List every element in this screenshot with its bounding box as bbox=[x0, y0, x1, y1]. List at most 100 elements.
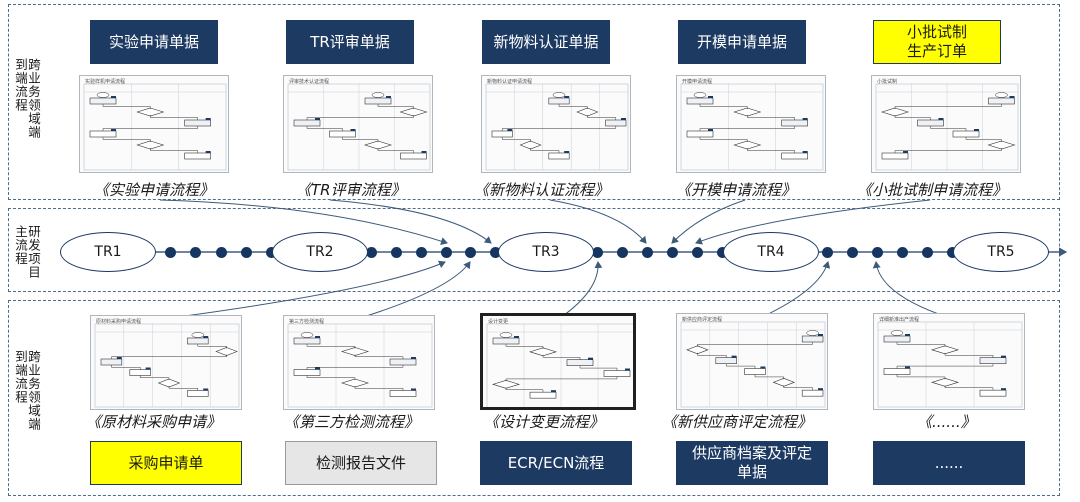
decision-diamond bbox=[686, 345, 709, 355]
flowchart-thumb-supplier[interactable]: 新供应商评定流程 bbox=[676, 313, 828, 410]
timeline-dot bbox=[165, 247, 176, 258]
box-tag bbox=[350, 129, 356, 131]
flow-arrow bbox=[579, 365, 618, 371]
connector-testing-to-tr2 bbox=[359, 261, 471, 319]
doc-tr-review[interactable]: TR评审单据 bbox=[286, 20, 414, 64]
caption-material-flow[interactable]: 《新物料认证流程》 bbox=[474, 181, 610, 199]
process-box bbox=[715, 357, 737, 364]
box-tag bbox=[551, 390, 556, 393]
flowchart-thumb-experiment[interactable]: 实验样机申请流程 bbox=[79, 75, 229, 173]
start-node bbox=[300, 332, 314, 338]
flowchart-thumb-purchase[interactable]: 原材料采购申请流程 bbox=[90, 315, 242, 410]
box-tag bbox=[938, 118, 944, 120]
box-tag bbox=[760, 366, 766, 369]
box-tag bbox=[411, 357, 416, 359]
doc-test-report[interactable]: 检测报告文件 bbox=[285, 441, 437, 485]
box-tag bbox=[386, 96, 391, 98]
box-tag bbox=[315, 336, 320, 338]
connector-supplier-to-tr4 bbox=[759, 261, 831, 319]
doc-supplier-archive-line1: 供应商档案及评定 bbox=[691, 444, 812, 462]
process-box bbox=[529, 391, 557, 399]
caption-mold-flow[interactable]: 《开模申请流程》 bbox=[676, 181, 797, 199]
flowchart-thumb-testing[interactable]: 第三方检测流程 bbox=[283, 315, 435, 410]
caption-tr-flow[interactable]: 《TR评审流程》 bbox=[296, 181, 406, 199]
caption-testing-flow[interactable]: 《第三方检测流程》 bbox=[284, 413, 420, 431]
flow-arrow bbox=[754, 374, 785, 380]
process-box bbox=[603, 370, 631, 377]
timeline-dot bbox=[190, 247, 201, 258]
doc-supplier-archive[interactable]: 供应商档案及评定 单据 bbox=[676, 441, 828, 485]
flow-arrow bbox=[505, 344, 544, 349]
box-tag bbox=[625, 368, 630, 371]
flow-arrow bbox=[111, 365, 141, 370]
milestone-tr5[interactable]: TR5 bbox=[953, 232, 1049, 272]
bottom-region-label: 跨业务领域端到端流程 bbox=[13, 350, 41, 431]
flowchart-thumb-more[interactable]: 详细新准出产流程 bbox=[873, 313, 1025, 410]
flowchart-graphic bbox=[287, 323, 433, 408]
process-box bbox=[389, 390, 417, 397]
decision-diamond bbox=[930, 345, 960, 355]
box-tag bbox=[905, 366, 910, 369]
flow-frame bbox=[94, 323, 240, 408]
box-tag bbox=[708, 96, 713, 98]
doc-ecr-ecn[interactable]: ECR/ECN流程 bbox=[480, 441, 632, 485]
milestone-tr4[interactable]: TR4 bbox=[723, 232, 819, 272]
flowchart-title: 原材料采购申请流程 bbox=[96, 319, 142, 325]
process-box bbox=[389, 358, 417, 366]
caption-more-flow[interactable]: 《......》 bbox=[917, 413, 976, 431]
flowchart-title: 新供应商评定流程 bbox=[682, 317, 723, 323]
decision-diamond bbox=[491, 380, 521, 389]
caption-pilot-flow[interactable]: 《小批试制申请流程》 bbox=[857, 181, 1008, 199]
box-tag bbox=[145, 367, 151, 370]
decision-diamond bbox=[930, 378, 960, 387]
box-tag bbox=[116, 357, 122, 359]
box-tag bbox=[564, 96, 570, 98]
flowchart-thumb-pilot[interactable]: 小批试制 bbox=[871, 75, 1021, 173]
flow-frame bbox=[877, 321, 1023, 408]
doc-supplier-archive-line2: 单据 bbox=[736, 463, 767, 481]
flowchart-graphic bbox=[486, 323, 633, 407]
doc-mold-request[interactable]: 开模申请单据 bbox=[678, 20, 806, 64]
decision-diamond bbox=[340, 378, 370, 388]
caption-purchase-flow[interactable]: 《原材料采购申请》 bbox=[86, 413, 222, 431]
flow-arrow bbox=[197, 344, 227, 349]
flowchart-graphic bbox=[485, 83, 629, 171]
timeline-dot bbox=[391, 247, 402, 258]
doc-pilot-order[interactable]: 小批试制 生产订单 bbox=[873, 20, 1001, 64]
connector-experiment-to-tr2 bbox=[159, 199, 448, 245]
caption-design-change-flow[interactable]: 《设计变更流程》 bbox=[484, 413, 605, 431]
doc-purchase-request[interactable]: 采购申请单 bbox=[90, 441, 242, 485]
milestone-tr3[interactable]: TR3 bbox=[498, 232, 594, 272]
doc-new-material[interactable]: 新物料认证单据 bbox=[482, 20, 610, 64]
caption-experiment-flow[interactable]: 《实验申请流程》 bbox=[94, 181, 215, 199]
start-node bbox=[552, 92, 566, 98]
flowchart-thumb-tr[interactable]: 评审技术认证流程 bbox=[283, 75, 433, 173]
process-box bbox=[801, 389, 824, 397]
flowchart-thumb-design-change[interactable]: 设计变更 bbox=[480, 313, 636, 410]
flow-arrow bbox=[102, 137, 151, 142]
flow-arrow bbox=[896, 363, 994, 369]
process-box bbox=[187, 337, 209, 345]
box-tag bbox=[315, 367, 320, 370]
box-tag bbox=[1001, 388, 1006, 391]
doc-more[interactable]: ...... bbox=[873, 441, 1025, 485]
flow-arrow bbox=[102, 104, 151, 109]
doc-experiment-request[interactable]: 实验申请单据 bbox=[90, 20, 218, 64]
box-tag bbox=[802, 151, 808, 153]
process-box bbox=[293, 337, 321, 345]
caption-supplier-flow[interactable]: 《新供应商评定流程》 bbox=[662, 413, 813, 431]
box-tag bbox=[205, 118, 211, 120]
timeline-dot bbox=[416, 247, 427, 258]
connector-design-to-tr3 bbox=[559, 261, 603, 319]
flowchart-title: 小批试制 bbox=[877, 79, 898, 85]
process-box bbox=[566, 359, 594, 366]
milestone-tr1[interactable]: TR1 bbox=[60, 232, 156, 272]
flow-arrow bbox=[896, 342, 946, 347]
timeline-dot bbox=[266, 247, 277, 258]
box-tag bbox=[818, 388, 823, 391]
flow-arrow bbox=[501, 126, 617, 131]
flowchart-thumb-material[interactable]: 新物料认证申请流程 bbox=[481, 75, 631, 173]
flowchart-thumb-mold[interactable]: 开模申请流程 bbox=[676, 75, 826, 173]
start-node bbox=[995, 92, 1008, 98]
milestone-tr2[interactable]: TR2 bbox=[272, 232, 368, 272]
